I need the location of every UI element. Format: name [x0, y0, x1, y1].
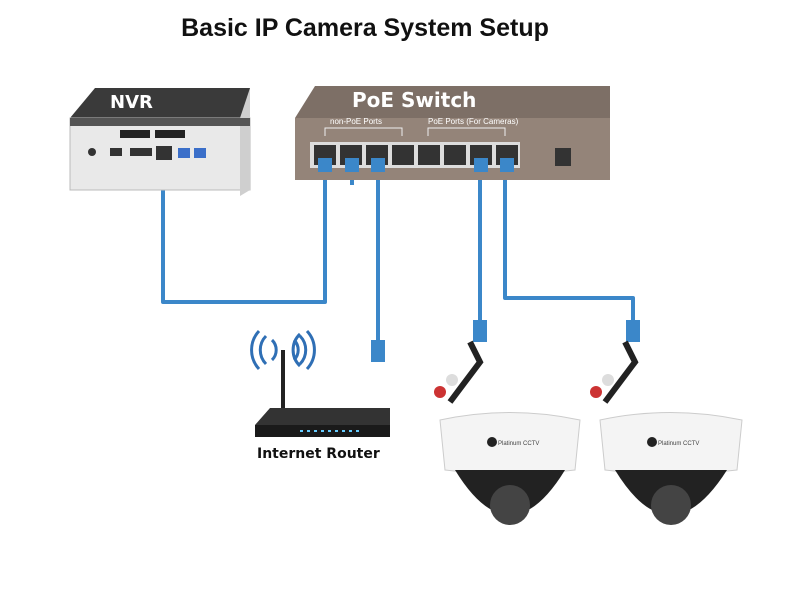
nvr-device: NVR — [69, 88, 251, 196]
cable-nvr-to-switch — [161, 170, 327, 304]
router-cable-connector — [371, 340, 385, 362]
camera-1-brand: Platinum CCTV — [498, 441, 539, 447]
camera-2 — [590, 340, 743, 525]
diagram-title: Basic IP Camera System Setup — [181, 14, 549, 42]
switch-label: PoE Switch — [352, 88, 476, 112]
camera-1 — [434, 340, 581, 525]
cable-switch-to-camera-2 — [503, 170, 635, 330]
switch-ports — [310, 142, 520, 168]
internet-router: Internet Router — [250, 329, 390, 462]
nvr-label: NVR — [110, 92, 153, 113]
router-label: Internet Router — [257, 446, 380, 462]
power-port — [555, 148, 571, 166]
poe-switch: PoE Switch non-PoE Ports PoE Ports (For … — [295, 86, 610, 180]
wifi-icon — [250, 329, 316, 371]
poe-ports-label: PoE Ports (For Cameras) — [428, 117, 519, 126]
cables — [161, 170, 635, 345]
non-poe-ports-label: non-PoE Ports — [330, 117, 382, 126]
camera-2-brand: Platinum CCTV — [658, 441, 699, 447]
